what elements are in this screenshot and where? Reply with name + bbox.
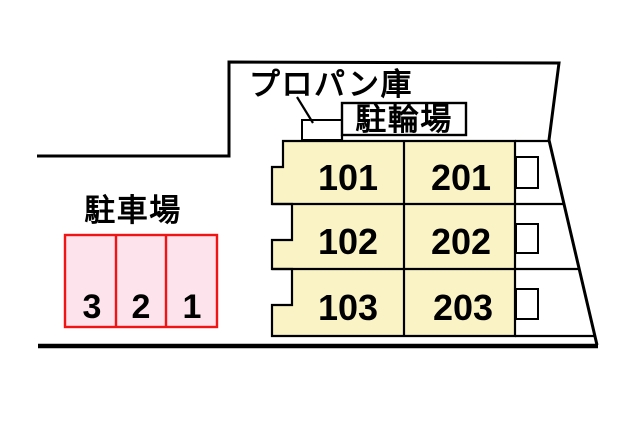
unit-label-202: 202: [431, 221, 491, 262]
balcony-box-1: [515, 156, 539, 189]
propane-label: プロパン庫: [249, 67, 413, 102]
bicycle-parking-label: 駐輪場: [355, 102, 453, 137]
site-boundary-line: [37, 60, 599, 346]
balcony-box-2: [515, 223, 539, 254]
parking-stall-number-2: 2: [132, 288, 151, 326]
unit-label-201: 201: [431, 157, 491, 198]
parking-area: [63, 233, 219, 329]
unit-label-102: 102: [318, 221, 378, 262]
parking-stall-number-3: 3: [83, 288, 102, 326]
unit-label-101: 101: [318, 157, 378, 198]
car-parking-label: 駐車場: [84, 193, 182, 228]
balcony-box-3: [515, 288, 539, 320]
parking-stall-number-1: 1: [183, 288, 202, 326]
propane-leader-line: [296, 96, 314, 124]
unit-label-103: 103: [318, 287, 378, 328]
propane-storage-box: [301, 119, 343, 141]
bicycle-parking-box: [340, 101, 468, 137]
unit-label-203: 203: [433, 287, 493, 328]
